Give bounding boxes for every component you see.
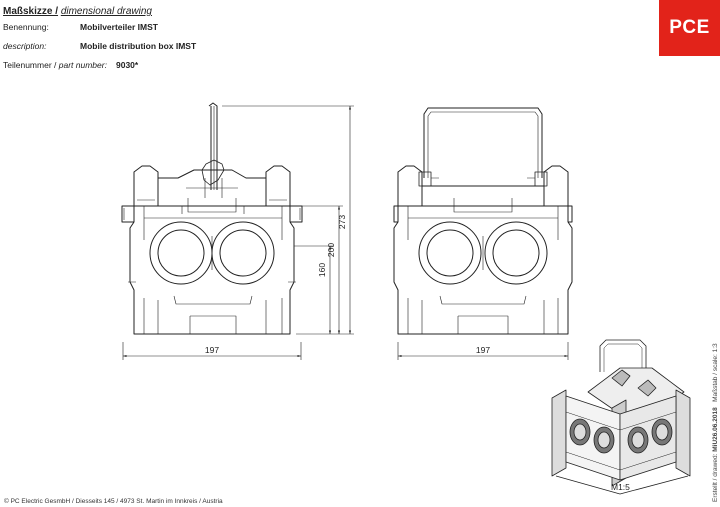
height-160-dim: 160 xyxy=(317,263,327,277)
description-label: description: xyxy=(3,41,47,51)
name-row: Benennung: Mobilverteiler IMST xyxy=(3,22,158,32)
side-width-dim: 197 xyxy=(476,345,490,355)
height-273-dim: 273 xyxy=(337,215,347,229)
title-english: dimensional drawing xyxy=(60,6,152,17)
drawn-by-value: MiU26.06.2018 xyxy=(712,407,719,452)
part-label-english: part number: xyxy=(58,60,107,70)
isometric-view xyxy=(551,339,691,495)
front-view xyxy=(121,102,354,360)
drawing-title: Maßskizze / dimensional drawing xyxy=(3,6,152,17)
description-row: description: Mobile distribution box IMS… xyxy=(3,41,196,51)
side-view xyxy=(393,107,573,360)
drawn-by-label: Erstellt / drawed: xyxy=(712,453,719,502)
name-value: Mobilverteiler IMST xyxy=(80,22,158,32)
pce-logo: PCE xyxy=(659,0,720,56)
title-german: Maßskizze / xyxy=(3,6,59,17)
scale-label: M1:5 xyxy=(611,482,630,492)
part-number-row: Teilenummer / part number: 9030* xyxy=(3,60,138,70)
logo-text: PCE xyxy=(669,17,710,38)
front-width-dim: 197 xyxy=(205,345,219,355)
part-label-german: Teilenummer / xyxy=(3,60,57,70)
height-200-dim: 200 xyxy=(326,243,336,257)
name-label: Benennung: xyxy=(3,22,49,32)
footer-address: © PC Electric GesmbH / Diesseits 145 / 4… xyxy=(4,498,223,505)
side-info: Erstellt / drawed: MiU26.06.2018 Maßstab… xyxy=(712,343,719,502)
scale-text: Maßstab / scale: 1:3 xyxy=(712,343,719,402)
part-number-value: 9030* xyxy=(116,60,139,70)
description-value: Mobile distribution box IMST xyxy=(80,41,197,51)
